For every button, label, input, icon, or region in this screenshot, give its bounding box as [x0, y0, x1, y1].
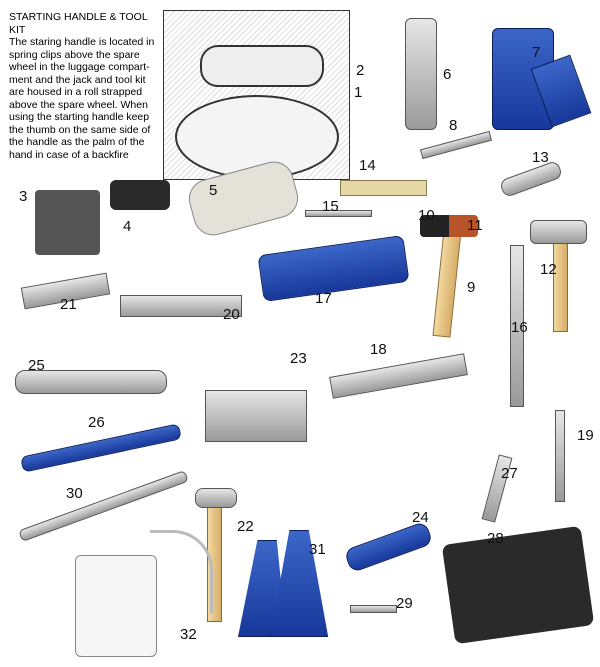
- label-24: 24: [412, 509, 429, 526]
- label-9: 9: [467, 279, 476, 296]
- label-18: 18: [370, 341, 387, 358]
- ball-pein-head: [195, 488, 237, 508]
- tappet-spanner: [340, 180, 427, 196]
- socket-set: [120, 295, 242, 317]
- hammer-head: [420, 215, 478, 237]
- label-19: 19: [577, 427, 594, 444]
- label-25: 25: [28, 357, 45, 374]
- hammer-handle: [432, 229, 462, 338]
- intro-title: STARTING HANDLE & TOOL KIT: [9, 11, 148, 36]
- label-12: 12: [540, 261, 557, 278]
- label-26: 26: [88, 414, 105, 431]
- label-2: 2: [356, 62, 365, 79]
- label-31: 31: [309, 541, 326, 558]
- intro-note: When using the starting handle keep the …: [9, 98, 151, 161]
- label-27: 27: [501, 465, 518, 482]
- label-7: 7: [532, 44, 541, 61]
- tyre-levers: [510, 245, 524, 407]
- label-13: 13: [532, 149, 549, 166]
- label-11: 11: [467, 217, 483, 234]
- label-15: 15: [322, 198, 339, 215]
- label-23: 23: [290, 350, 307, 367]
- label-5: 5: [209, 182, 218, 199]
- label-32: 32: [180, 626, 197, 643]
- mallet-handle: [553, 230, 568, 332]
- label-28: 28: [487, 530, 504, 547]
- straps: [110, 180, 170, 210]
- foot-pump: [257, 234, 410, 303]
- screw-jack: [405, 18, 437, 130]
- label-14: 14: [359, 157, 376, 174]
- t-bar-socket: [555, 410, 565, 502]
- small-spanner: [350, 605, 397, 613]
- bottle-tube: [150, 530, 213, 613]
- label-17: 17: [315, 290, 332, 307]
- label-1: 1: [354, 84, 363, 101]
- label-4: 4: [123, 218, 132, 235]
- grease-gun: [15, 370, 167, 394]
- label-16: 16: [511, 319, 528, 336]
- label-22: 22: [237, 518, 254, 535]
- screwdriver-case: [441, 525, 595, 645]
- double-spanner: [305, 210, 372, 217]
- label-21: 21: [60, 296, 77, 313]
- pliers: [343, 520, 434, 574]
- fluid-bottle: [75, 555, 157, 657]
- label-6: 6: [443, 66, 452, 83]
- intro-body: The staring handle is located in spring …: [9, 36, 155, 111]
- locking-pliers: [205, 390, 307, 442]
- label-20: 20: [223, 306, 240, 323]
- label-10: 10: [418, 207, 435, 224]
- label-8: 8: [449, 117, 458, 134]
- tool-roll-sketch: [200, 45, 324, 87]
- label-3: 3: [19, 188, 28, 205]
- label-30: 30: [66, 485, 83, 502]
- open-spanners: [329, 353, 468, 399]
- label-29: 29: [396, 595, 413, 612]
- mallet-head: [530, 220, 587, 244]
- hub-spanner: [498, 159, 564, 199]
- wheel-brace: [419, 130, 493, 160]
- intro-text: STARTING HANDLE & TOOL KIT The staring h…: [9, 11, 159, 161]
- tool-bag: [35, 190, 100, 255]
